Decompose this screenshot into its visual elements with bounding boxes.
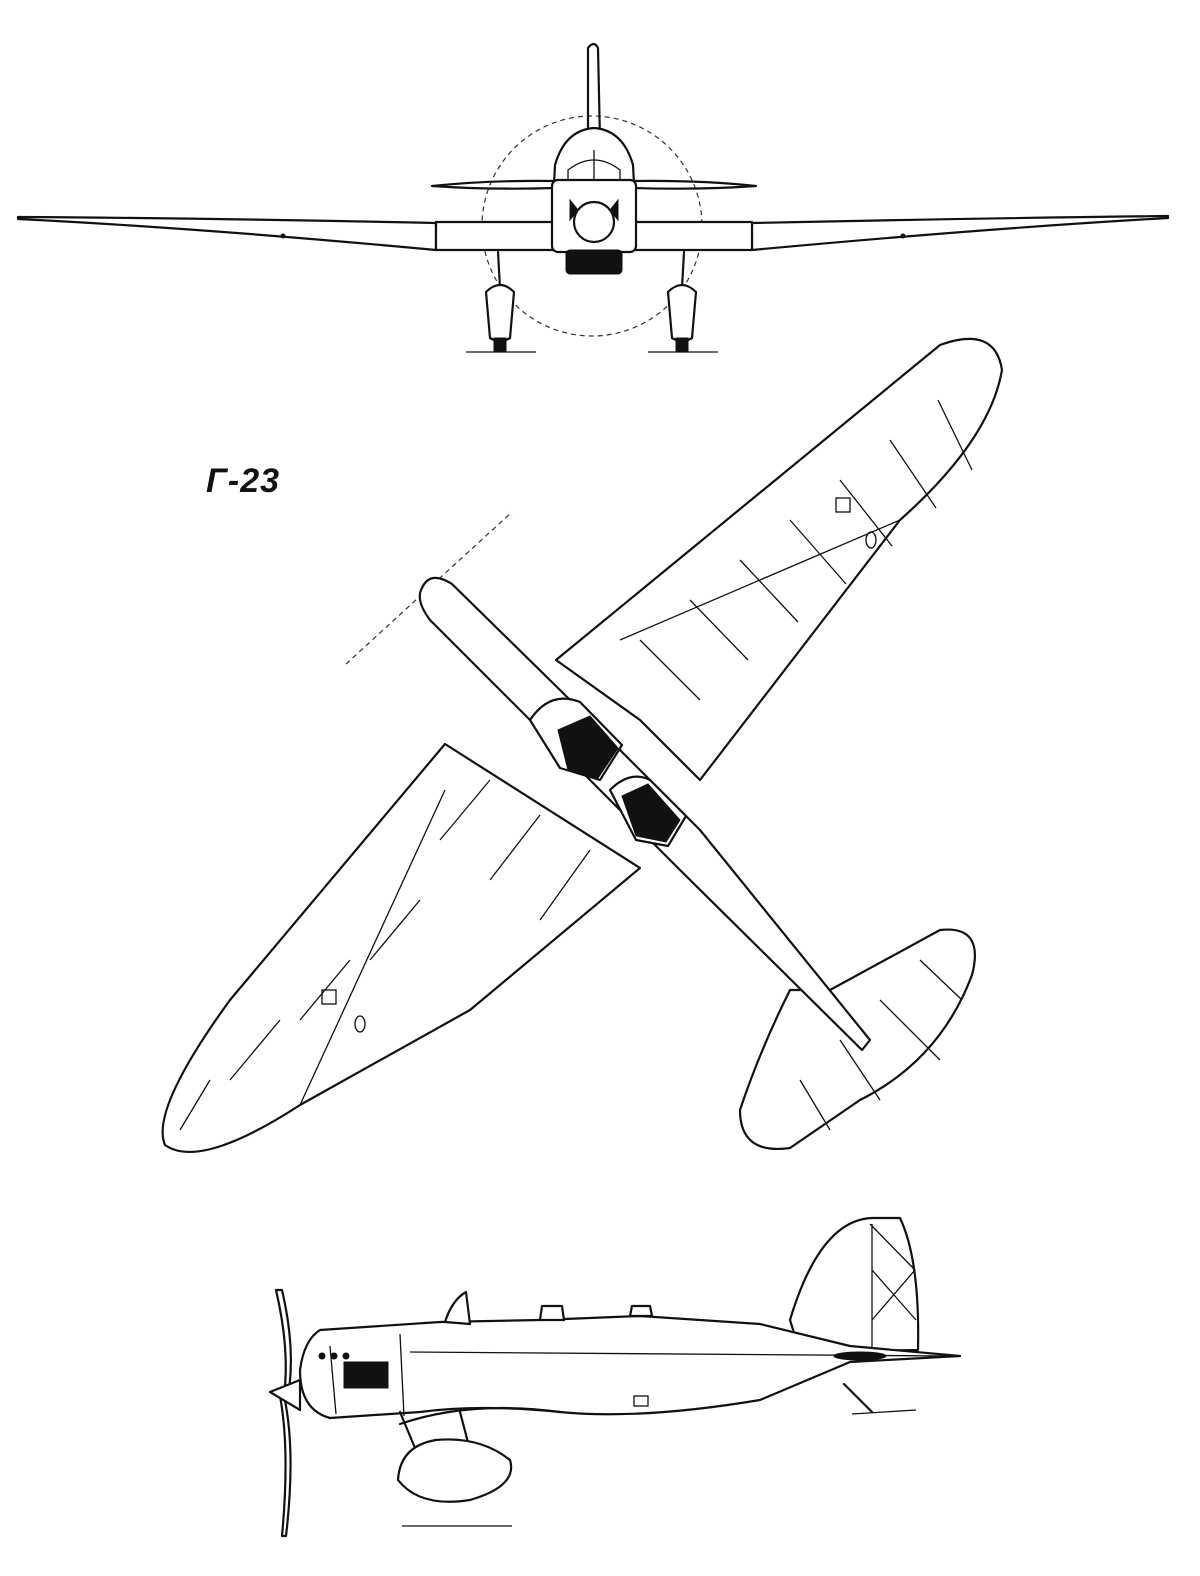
aircraft-designation-label: Г-23: [206, 462, 281, 500]
